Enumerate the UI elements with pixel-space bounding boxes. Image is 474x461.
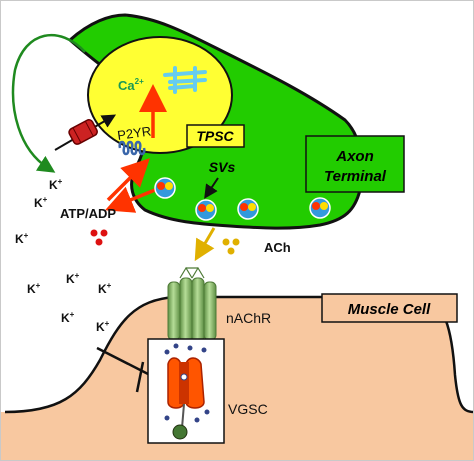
ach-label: ACh — [264, 240, 291, 255]
svs-arrow — [204, 177, 219, 199]
svs-label: SVs — [209, 159, 236, 175]
synaptic-vesicle-icon — [154, 177, 176, 199]
k-ion: K+ — [66, 271, 80, 286]
nachr-label: nAChR — [226, 310, 271, 326]
nachr-channel-icon — [167, 266, 217, 343]
inhibition-bar — [135, 361, 145, 393]
vgsc-label: VGSC — [228, 401, 268, 417]
axon-terminal-label-line1: Axon — [335, 148, 374, 165]
calcium-store-icon — [163, 66, 207, 94]
p2y-receptor-icon — [118, 140, 146, 156]
vesicle-to-atp-arrow — [105, 186, 156, 213]
feedback-arrow — [11, 34, 86, 173]
k-ion: K+ — [27, 281, 41, 296]
axon-terminal-label-box — [305, 135, 405, 193]
synaptic-vesicle-icon — [237, 198, 259, 220]
calcium-label: Ca2+ — [118, 77, 144, 93]
k-ion: K+ — [96, 319, 110, 334]
muscle-cell-label-box — [321, 293, 458, 323]
potassium-ions: K+ K+ K+ K+ K+ K+ K+ K+ — [15, 177, 112, 334]
ach-particles — [222, 238, 240, 255]
muscle-cell-label: Muscle Cell — [348, 301, 431, 318]
synaptic-vesicle-icon — [195, 199, 217, 221]
atp-particles — [90, 229, 108, 246]
k-ion: K+ — [98, 281, 112, 296]
tpsc-label: TPSC — [196, 128, 234, 144]
k-ion: K+ — [15, 231, 29, 246]
synaptic-vesicle-icon — [309, 197, 331, 219]
sodium-channel-icon — [164, 343, 210, 440]
muscle-cell-body — [0, 297, 474, 461]
k-ion: K+ — [61, 310, 75, 325]
tpsc-label-box — [186, 124, 245, 148]
axon-terminal-label-line2: Terminal — [324, 168, 387, 185]
receptor-label: P2YR — [116, 123, 152, 143]
k-ion: K+ — [49, 177, 63, 192]
k-ion: K+ — [34, 195, 48, 210]
ach-release-arrow — [194, 227, 216, 262]
potassium-channel-icon — [54, 114, 117, 151]
atp-adp-label: ATP/ADP — [60, 206, 116, 221]
